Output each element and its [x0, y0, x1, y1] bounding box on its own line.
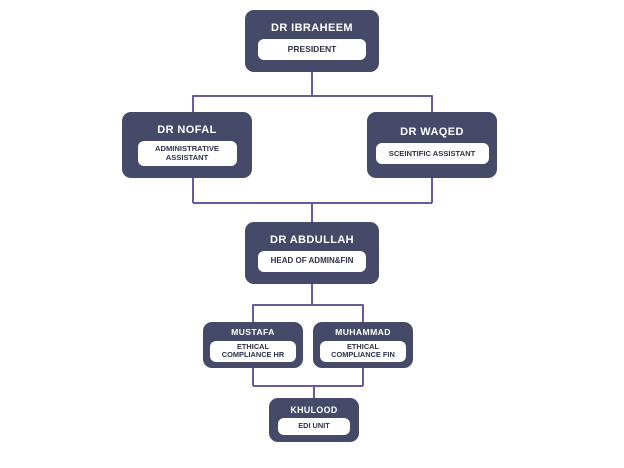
- org-node-president-name: DR IBRAHEEM: [270, 21, 353, 34]
- edge-president-to-nofal: [192, 95, 312, 112]
- org-node-muhammad[interactable]: MUHAMMAD ETHICAL COMPLIANCE FIN: [313, 322, 413, 368]
- org-node-president[interactable]: DR IBRAHEEM PRESIDENT: [245, 10, 379, 72]
- org-node-nofal-name: DR NOFAL: [157, 123, 217, 136]
- org-node-khulood-role: EDI UNIT: [278, 418, 350, 436]
- org-node-waqed[interactable]: DR WAQED SCEINTIFIC ASSISTANT: [367, 112, 497, 178]
- org-node-waqed-role: SCEINTIFIC ASSISTANT: [375, 143, 489, 165]
- org-node-president-role: PRESIDENT: [258, 39, 366, 61]
- org-node-abdullah-role: HEAD OF ADMIN&FIN: [258, 251, 366, 273]
- edge-abdullah-to-mustafa: [252, 304, 312, 322]
- edge-abdullah-to-muhammad: [312, 304, 364, 322]
- org-node-mustafa-name: MUSTAFA: [231, 327, 275, 338]
- org-node-muhammad-name: MUHAMMAD: [335, 327, 391, 338]
- org-node-mustafa[interactable]: MUSTAFA ETHICAL COMPLIANCE HR: [203, 322, 303, 368]
- org-node-nofal-role: ADMINISTRATIVE ASSISTANT: [137, 141, 237, 167]
- org-node-waqed-name: DR WAQED: [400, 125, 464, 138]
- org-node-muhammad-role: ETHICAL COMPLIANCE FIN: [320, 340, 406, 362]
- org-node-khulood-name: KHULOOD: [290, 404, 338, 415]
- org-node-abdullah[interactable]: DR ABDULLAH HEAD OF ADMIN&FIN: [245, 222, 379, 284]
- org-node-khulood[interactable]: KHULOOD EDI UNIT: [269, 398, 359, 442]
- org-node-abdullah-name: DR ABDULLAH: [269, 233, 355, 246]
- edge-president-to-waqed: [312, 95, 433, 112]
- org-node-nofal[interactable]: DR NOFAL ADMINISTRATIVE ASSISTANT: [122, 112, 252, 178]
- org-node-mustafa-role: ETHICAL COMPLIANCE HR: [210, 340, 296, 362]
